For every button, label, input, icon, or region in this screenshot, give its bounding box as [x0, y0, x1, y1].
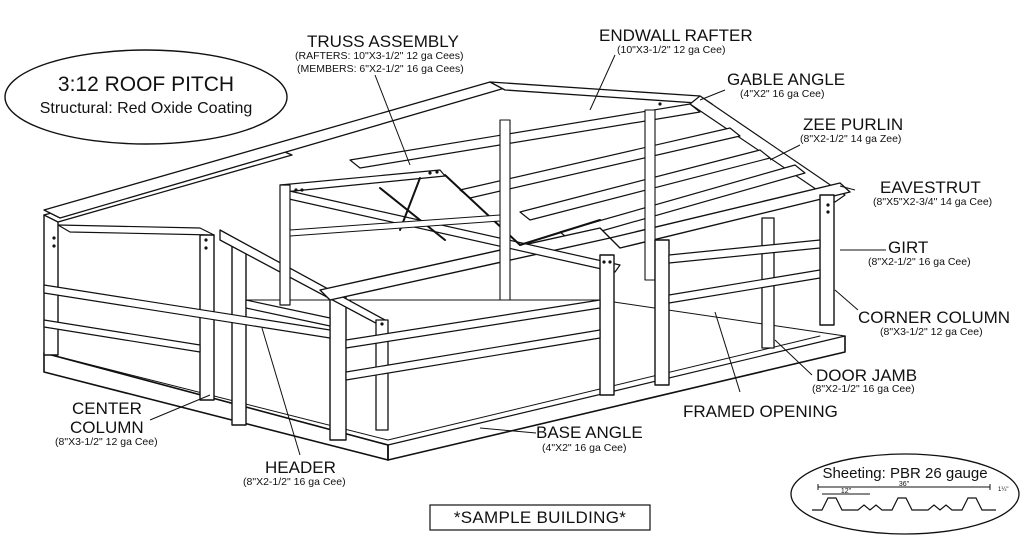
left-girt-upper: [43, 284, 331, 339]
sheeting-width-dim: 36": [899, 481, 910, 488]
endwall-front-post: [599, 254, 615, 396]
base-angle: [59, 335, 821, 441]
gable-angle-spec: (4"X2" 16 ga Cee): [740, 88, 825, 100]
component-labels: TRUSS ASSEMBLY (RAFTERS: 10"X3-1/2" 12 g…: [55, 26, 1010, 488]
front-girt-lower: [345, 329, 601, 381]
base-angle-label: BASE ANGLE: [536, 423, 643, 442]
center-column-label-1: CENTER: [72, 399, 142, 418]
sheeting-oval: Sheeting: PBR 26 gauge 36" 12" 1¼": [790, 453, 1020, 535]
header-label: HEADER: [265, 458, 336, 477]
zee-purlin-1: [349, 103, 701, 169]
header: [245, 299, 331, 327]
center-column-spec: (8"X3-1/2" 12 ga Cee): [55, 436, 158, 448]
zee-purlin-label: ZEE PURLIN: [803, 115, 903, 134]
center-column-label-2: COLUMN: [70, 418, 144, 437]
sheeting-title: Sheeting: PBR 26 gauge: [822, 465, 987, 482]
truss-assembly-label: TRUSS ASSEMBLY: [307, 32, 459, 51]
coating-subtitle: Structural: Red Oxide Coating: [40, 100, 253, 117]
rear-girt: [289, 214, 501, 237]
truss-web-4: [519, 219, 601, 246]
sheeting-rib-dim: 12": [841, 488, 852, 495]
eavestrut-spec: (8"X5"X2-3/4" 14 ga Cee): [873, 196, 992, 208]
right-girt-lower: [668, 269, 821, 304]
left-girt-lower: [43, 319, 201, 353]
gable-angle-label: GABLE ANGLE: [727, 70, 845, 89]
door-jamb-left: [231, 244, 247, 426]
corner-column-label: CORNER COLUMN: [858, 308, 1010, 327]
framed-opening-label: FRAMED OPENING: [683, 402, 838, 421]
front-gable-rafter-left: [57, 224, 215, 236]
front-girt-upper: [345, 299, 601, 349]
girt-spec: (8"X2-1/2" 16 ga Cee): [868, 256, 971, 268]
endwall-post-left: [654, 239, 670, 386]
gable-angle: [689, 95, 846, 203]
sheeting-height-dim: 1¼": [998, 487, 1008, 493]
steel-frame: [43, 81, 851, 461]
zee-purlin-spec: (8"X2-1/2" 14 ga Zee): [800, 133, 901, 145]
roof-pitch-title: 3:12 ROOF PITCH: [58, 73, 234, 96]
front-right-column: [329, 294, 347, 441]
truss-members-spec: (MEMBERS: 6"X2-1/2" 16 ga Cees): [297, 63, 464, 75]
sample-building-box: *SAMPLE BUILDING*: [429, 504, 651, 531]
eavestrut-label: EAVESTRUT: [880, 178, 981, 197]
pbr-profile-icon: [812, 497, 996, 511]
truss-web-1: [379, 187, 446, 241]
header-spec: (8"X2-1/2" 16 ga Cee): [243, 476, 346, 488]
right-eavestrut: [609, 182, 851, 249]
rear-column-1: [499, 119, 511, 301]
bolt-details: [52, 102, 830, 326]
truss-top-chord: [279, 169, 446, 193]
endwall-rafter-label: ENDWALL RAFTER: [599, 26, 753, 45]
rear-column-2: [644, 109, 656, 281]
truss-web-2: [399, 177, 421, 231]
door-jamb-spec: (8"X2-1/2" 16 ga Cee): [812, 383, 915, 395]
girt-label: GIRT: [888, 238, 928, 257]
roof-pitch-oval: 3:12 ROOF PITCH Structural: Red Oxide Co…: [4, 49, 288, 145]
truss-post-left: [279, 184, 291, 306]
corner-column-right: [819, 194, 835, 326]
right-girt-upper: [668, 239, 821, 264]
door-jamb-label: DOOR JAMB: [816, 366, 917, 385]
truss-rafters-spec: (RAFTERS: 10"X3-1/2" 12 ga Cees): [295, 50, 464, 62]
base-angle-spec: (4"X2" 16 ga Cee): [542, 442, 627, 454]
leader-lines: [149, 54, 886, 456]
endwall-rafter-spec: (10"X3-1/2" 12 ga Cee): [617, 44, 725, 56]
corner-column-spec: (8"X3-1/2" 12 ga Cee): [880, 326, 983, 338]
sample-building-text: *SAMPLE BUILDING*: [454, 508, 626, 527]
